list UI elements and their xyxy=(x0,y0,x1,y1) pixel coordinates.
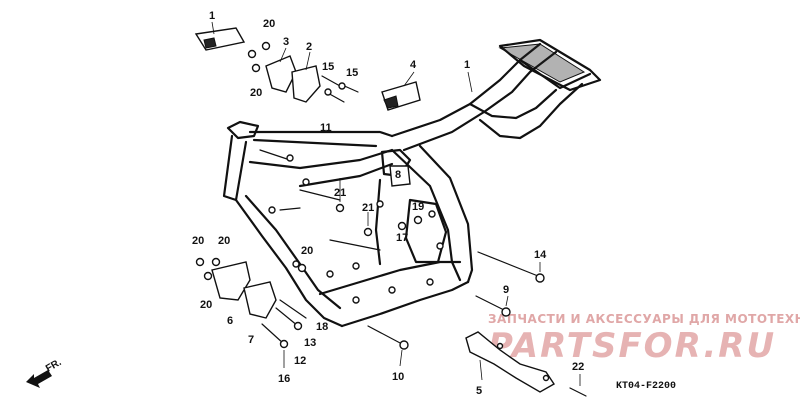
watermark-tagline: ЗАПЧАСТИ И АКСЕССУАРЫ ДЛЯ МОТОТЕХНИКИ xyxy=(488,312,800,326)
callout-20: 20 xyxy=(250,87,262,99)
callout-4: 4 xyxy=(410,59,417,71)
callout-1: 1 xyxy=(464,59,470,71)
watermark-site: PARTSFOR.RU xyxy=(488,326,776,366)
callout-13: 13 xyxy=(304,337,316,349)
callout-19: 19 xyxy=(412,201,424,213)
callout-15: 15 xyxy=(346,67,358,79)
callout-6: 6 xyxy=(227,315,233,327)
callout-18: 18 xyxy=(316,321,328,333)
callout-2: 2 xyxy=(306,41,312,53)
loose-parts xyxy=(194,27,587,397)
front-arrow-icon xyxy=(26,370,52,388)
callout-22: 22 xyxy=(572,361,584,373)
callout-7: 7 xyxy=(248,334,254,346)
callout-11: 11 xyxy=(320,122,332,134)
callout-20: 20 xyxy=(301,245,313,257)
callout-15: 15 xyxy=(322,61,334,73)
callout-5: 5 xyxy=(476,385,482,397)
callout-12: 12 xyxy=(294,355,306,367)
callout-9: 9 xyxy=(503,284,509,296)
direction-label: FR. xyxy=(44,357,64,375)
front-direction-indicator: FR. xyxy=(26,357,64,388)
callout-16: 16 xyxy=(278,373,290,385)
diagram-code: KT04-F2200 xyxy=(616,381,676,392)
callout-3: 3 xyxy=(283,36,289,48)
callout-20: 20 xyxy=(200,299,212,311)
callout-8: 8 xyxy=(395,169,401,181)
callout-20: 20 xyxy=(218,235,230,247)
callout-4: 1 xyxy=(209,10,215,22)
callout-21: 21 xyxy=(334,187,346,199)
leader-lines xyxy=(211,21,581,386)
callout-numbers: 1 20 3 2 20 15 15 11 4 1 8 21 21 19 17 2… xyxy=(192,10,584,397)
callout-20: 20 xyxy=(263,18,275,30)
callout-20: 20 xyxy=(192,235,204,247)
motorcycle-frame xyxy=(222,38,602,328)
callout-10: 10 xyxy=(392,371,404,383)
callout-17: 17 xyxy=(396,232,408,244)
callout-14: 14 xyxy=(534,249,547,261)
callout-21: 21 xyxy=(362,202,374,214)
